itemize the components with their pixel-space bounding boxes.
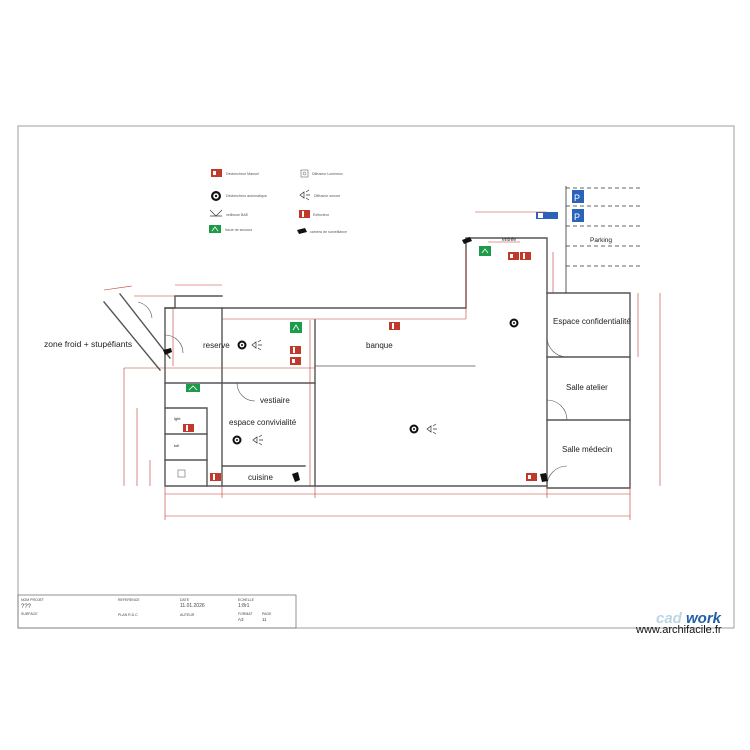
title-ref-value: PLAN R.D.C: [118, 613, 138, 617]
title-project-value: ???: [21, 604, 32, 610]
manual-trigger-icon: [211, 169, 222, 177]
baes-icon: [209, 209, 223, 217]
legend-exit: Issue de secours: [225, 228, 252, 232]
legend-auto-trigger: Déclencheur automatique: [226, 194, 267, 198]
parking-lot: [565, 186, 640, 293]
sound-diffuser-icon: [299, 189, 310, 201]
extinguisher-icon: [520, 252, 531, 260]
room-label-salle-atelier: Salle atelier: [566, 383, 608, 392]
camera-icon: [462, 237, 472, 244]
title-format-value: A3: [238, 617, 244, 622]
legend: Déclencheur Manuel Diffuseur Lumineux Dé…: [209, 169, 347, 234]
extinguisher-icon: [290, 346, 301, 354]
light-diffuser-icon: [300, 169, 309, 178]
brand-cad: cad: [656, 610, 683, 627]
title-format-label: FORMAT: [238, 612, 253, 616]
manual-trigger-icon: [526, 473, 537, 481]
legend-manual-trigger: Déclencheur Manuel: [226, 172, 259, 176]
title-subname: SURFACE: [21, 612, 38, 616]
camera-icon: [540, 473, 548, 482]
svg-text:P: P: [574, 193, 580, 203]
title-project-label: NOM PROJET: [21, 598, 45, 602]
brand-url: www.archifacile.fr: [635, 624, 722, 636]
door-swings: [137, 301, 568, 487]
room-label-espace-confidentialite: Espace confidentialité: [553, 317, 631, 326]
title-block: NOM PROJET ??? SURFACE REFERENCE PLAN R.…: [17, 594, 297, 629]
auto-trigger-icon: [211, 191, 221, 201]
sound-diffuser-icon: [426, 423, 437, 435]
extinguisher-icon: [183, 424, 194, 432]
legend-camera: camera de surveillance: [310, 230, 347, 234]
title-ref-label: REFERENCE: [118, 598, 140, 602]
room-label-espace-convivialite: espace convivialité: [229, 418, 297, 427]
exit-icon: [209, 225, 221, 233]
dimension-lines: [103, 211, 661, 520]
title-author-label: AUTEUR: [180, 613, 195, 617]
room-label-parking: Parking: [590, 237, 612, 244]
manual-trigger-icon: [290, 357, 301, 365]
sound-diffuser-icon: [252, 434, 263, 446]
toilet-icon: [177, 469, 186, 478]
exit-icon: [186, 384, 200, 392]
exit-icon: [479, 246, 491, 256]
auto-trigger-icon: [409, 424, 419, 434]
parking-sign-2: P: [572, 209, 584, 222]
legend-extinguisher: Extincteur: [313, 213, 330, 217]
auto-trigger-icon: [509, 318, 519, 328]
extinguisher-icon: [210, 473, 221, 481]
title-date-label: DATE: [180, 598, 190, 602]
room-label-zone-froid: zone froid + stupéfiants: [44, 339, 132, 349]
camera-icon: [292, 472, 300, 482]
room-label-salle-medecin: Salle médecin: [562, 445, 612, 454]
title-date-value: 11.01.2026: [180, 603, 205, 609]
sound-diffuser-icon: [251, 339, 262, 351]
room-label-reserve: reserve: [203, 341, 230, 350]
room-label-vestiaire: vestiaire: [260, 396, 290, 405]
svg-text:P: P: [574, 212, 580, 222]
brand-logo: cad work: [656, 610, 722, 627]
title-page-label: PAGE: [262, 612, 272, 616]
title-page-value: 11: [262, 617, 267, 622]
extinguisher-icon: [389, 322, 400, 330]
accessibility-sign: [536, 212, 558, 219]
auto-trigger-icon: [232, 435, 242, 445]
room-label-entree: entrée: [502, 237, 516, 243]
parking-sign-1: P: [572, 190, 584, 203]
legend-baes: veilleuse BAE: [226, 213, 249, 217]
legend-light-diffuser: Diffuseur Lumineux: [312, 172, 343, 176]
auto-trigger-icon: [237, 340, 247, 350]
room-label-lght: lght: [174, 416, 181, 421]
title-scale-value: 1:8r1: [238, 603, 250, 609]
walls: [103, 237, 631, 489]
legend-sound-diffuser: Diffuseur sonore: [314, 194, 340, 198]
extinguisher-icon: [299, 210, 310, 218]
exit-icon: [290, 322, 302, 333]
brand-work: work: [686, 610, 722, 627]
sheet-border: [17, 125, 735, 629]
manual-trigger-icon: [508, 252, 519, 260]
room-label-banque: banque: [366, 341, 393, 350]
room-label-cuisine: cuisine: [248, 473, 273, 482]
title-scale-label: ECHELLE: [238, 598, 255, 602]
camera-icon: [297, 228, 307, 234]
room-label-toil: toil: [174, 443, 179, 448]
camera-icon: [163, 348, 172, 355]
